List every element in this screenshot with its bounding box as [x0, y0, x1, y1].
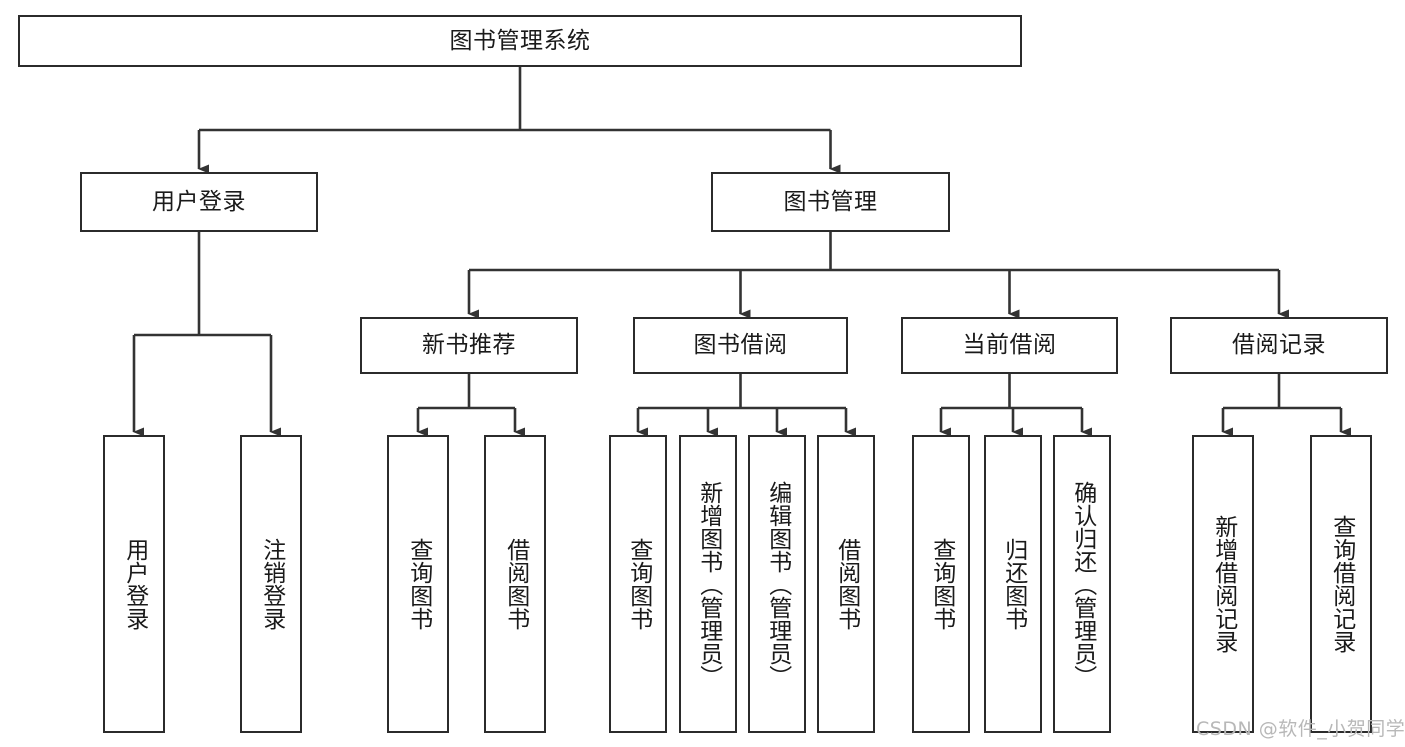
node-label: 查询图书: [405, 538, 432, 630]
node-label: 用户登录: [121, 538, 148, 630]
node-label: 编辑图书（管理员）: [764, 480, 791, 688]
node-label: 查询图书: [625, 538, 652, 630]
node-leaf-leaf-borrow-book-borrow[interactable]: 借阅图书: [817, 435, 875, 733]
node-label: 新增图书（管理员）: [695, 480, 722, 688]
node-label: 借阅图书: [833, 538, 860, 630]
node-label: 注销登录: [258, 538, 285, 630]
node-label: 借阅记录: [1232, 332, 1326, 359]
node-leaf-leaf-confirm-return-admin[interactable]: 确认归还（管理员）: [1053, 435, 1111, 733]
node-leaf-leaf-user-login[interactable]: 用户登录: [103, 435, 165, 733]
connector-group: [132, 67, 1351, 437]
node-leaf-leaf-add-book-admin[interactable]: 新增图书（管理员）: [679, 435, 737, 733]
node-leaf-leaf-query-book-borrow[interactable]: 查询图书: [609, 435, 667, 733]
node-leaf-leaf-add-borrow-record[interactable]: 新增借阅记录: [1192, 435, 1254, 733]
node-submodule-book-borrow[interactable]: 图书借阅: [633, 317, 848, 374]
node-label: 图书管理系统: [449, 27, 591, 54]
node-label: 确认归还（管理员）: [1069, 480, 1096, 688]
node-root-root: 图书管理系统: [18, 15, 1022, 67]
node-leaf-leaf-logout[interactable]: 注销登录: [240, 435, 302, 733]
node-label: 归还图书: [1000, 538, 1027, 630]
node-label: 图书借阅: [693, 332, 788, 359]
node-submodule-borrow-record[interactable]: 借阅记录: [1170, 317, 1388, 374]
node-leaf-leaf-borrow-book-recommend[interactable]: 借阅图书: [484, 435, 546, 733]
node-leaf-leaf-query-book-current[interactable]: 查询图书: [912, 435, 970, 733]
node-label: 借阅图书: [502, 538, 529, 630]
node-leaf-leaf-return-book[interactable]: 归还图书: [984, 435, 1042, 733]
node-module-user-login[interactable]: 用户登录: [80, 172, 318, 232]
node-leaf-leaf-edit-book-admin[interactable]: 编辑图书（管理员）: [748, 435, 806, 733]
node-submodule-current-borrow[interactable]: 当前借阅: [901, 317, 1118, 374]
node-submodule-new-book-recommend[interactable]: 新书推荐: [360, 317, 578, 374]
node-label: 图书管理: [783, 188, 878, 215]
node-label: 新书推荐: [422, 332, 516, 359]
node-leaf-leaf-query-borrow-record[interactable]: 查询借阅记录: [1310, 435, 1372, 733]
node-module-book-management[interactable]: 图书管理: [711, 172, 950, 232]
node-label: 查询借阅记录: [1328, 515, 1355, 653]
node-leaf-leaf-query-book-recommend[interactable]: 查询图书: [387, 435, 449, 733]
node-label: 查询图书: [928, 538, 955, 630]
node-label: 新增借阅记录: [1210, 515, 1237, 653]
node-label: 用户登录: [152, 188, 246, 215]
node-label: 当前借阅: [962, 332, 1057, 359]
